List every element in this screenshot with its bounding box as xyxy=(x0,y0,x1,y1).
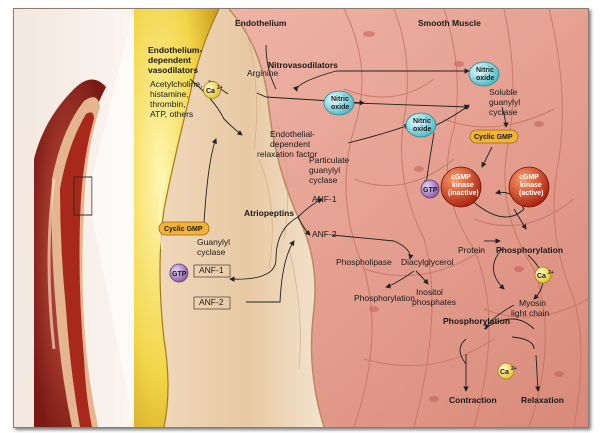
endothelium-title: Endothelium xyxy=(235,18,287,28)
svg-text:Ca: Ca xyxy=(500,369,509,376)
vasodilators-list: Acetylcholine,histamine,thrombin,ATP, ot… xyxy=(150,79,202,119)
relaxation-label: Relaxation xyxy=(521,395,564,405)
gtp-ball-endothelium: GTP xyxy=(169,263,189,283)
phosphorylation-lipid-label: Phosphorylation xyxy=(354,293,415,303)
nitrovasodilators-label: Nitrovasodilators xyxy=(268,60,338,70)
diacylglycerol-label: Diacylglycerol xyxy=(401,257,454,267)
gtp-ball-muscle: GTP xyxy=(420,179,440,199)
svg-text:Ca: Ca xyxy=(206,88,215,95)
anf2-left-box xyxy=(193,296,231,310)
svg-text:GTP: GTP xyxy=(172,271,187,278)
svg-text:2+: 2+ xyxy=(511,366,517,372)
atriopeptins-label: Atriopeptins xyxy=(244,208,294,218)
anf1-left-box xyxy=(193,264,231,278)
calcium-ion-muscle-1: Ca 2+ xyxy=(534,266,554,284)
phosphorylation-protein-label: Phosphorylation xyxy=(496,245,563,255)
cyclic-gmp-pill-endothelium: Cyclic GMP xyxy=(158,221,210,236)
protein-label: Protein xyxy=(458,245,485,255)
vascular-relaxation-diagram: Endothelium Smooth Muscle xyxy=(14,9,588,427)
anf2-left: ANF-2 xyxy=(199,297,224,307)
svg-text:2+: 2+ xyxy=(217,85,223,91)
svg-text:GTP: GTP xyxy=(423,187,438,194)
phosphorylation-myosin-label: Phosphorylation xyxy=(443,316,510,326)
calcium-ion-muscle-2: Ca 2+ xyxy=(497,362,517,380)
anf1-left: ANF-1 xyxy=(199,265,224,275)
svg-text:Cyclic GMP: Cyclic GMP xyxy=(164,226,203,233)
arginine-label: Arginine xyxy=(247,68,278,78)
smooth-muscle-title: Smooth Muscle xyxy=(418,18,481,28)
phospholipase-label: Phospholipase xyxy=(336,257,392,267)
blood-vessel xyxy=(34,9,134,427)
svg-text:2+: 2+ xyxy=(548,270,554,276)
anf2-right: ANF-2 xyxy=(312,229,337,239)
contraction-label: Contraction xyxy=(449,395,497,405)
illustration-frame: Endothelium Smooth Muscle xyxy=(13,8,589,428)
calcium-ion-endothelium: Ca 2+ xyxy=(203,81,223,99)
svg-text:Ca: Ca xyxy=(537,273,546,280)
anf1-right: ANF-1 xyxy=(312,194,337,204)
cyclic-gmp-pill-muscle: Cyclic GMP xyxy=(469,129,519,144)
svg-text:Cyclic GMP: Cyclic GMP xyxy=(474,134,513,141)
cell-panel xyxy=(134,9,588,427)
